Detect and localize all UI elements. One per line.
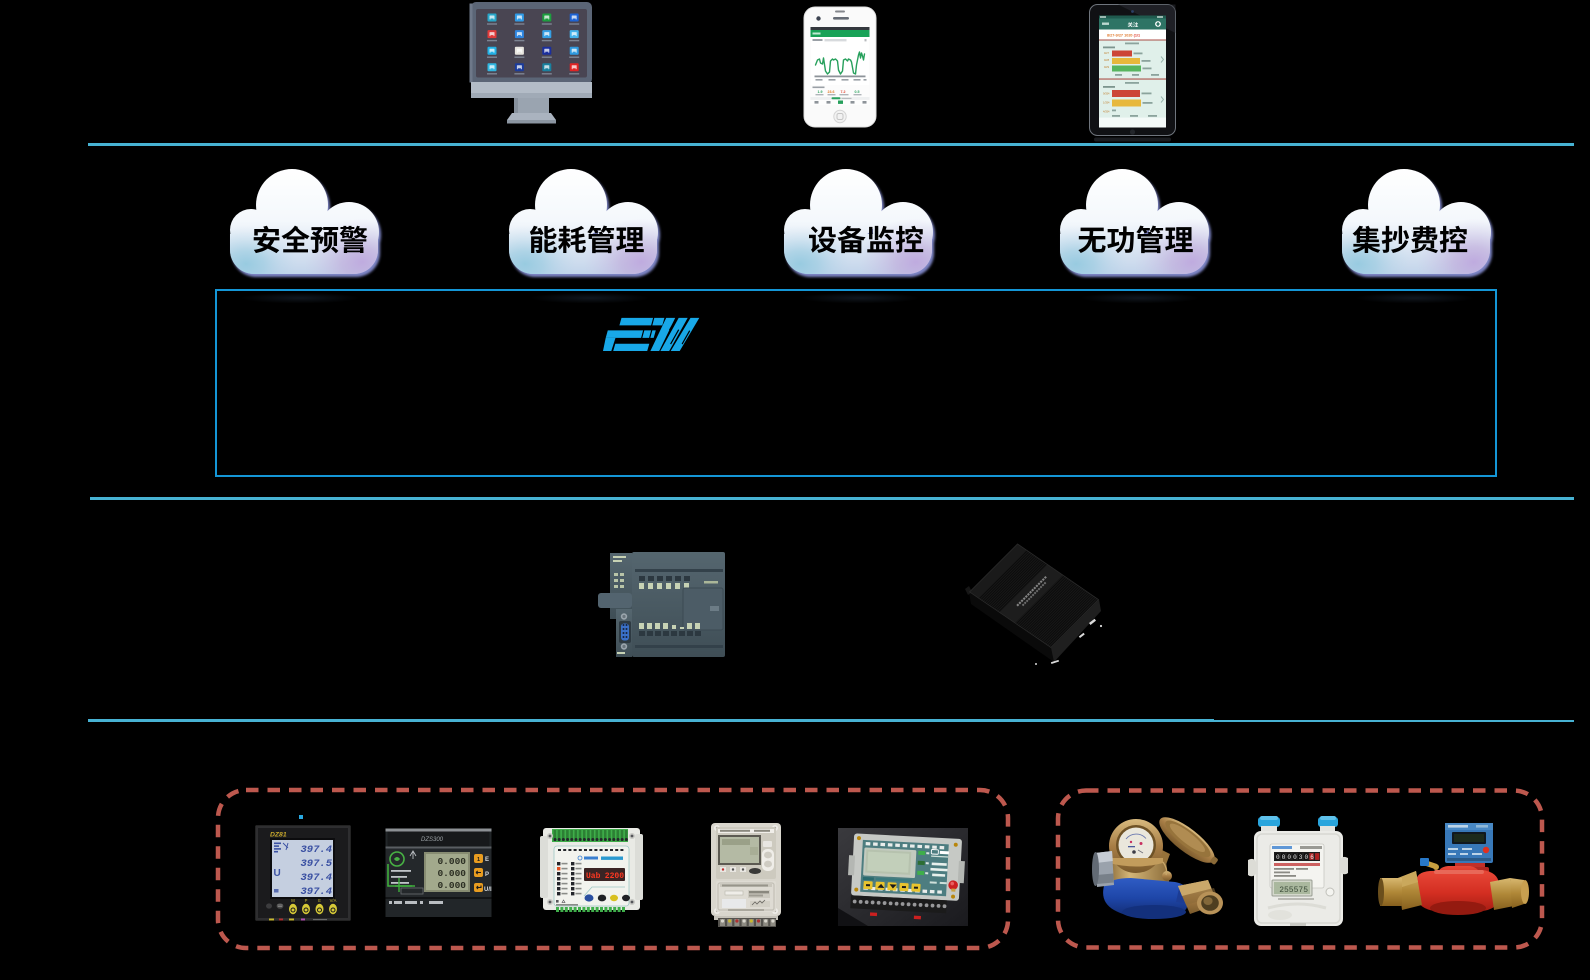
svg-text:3: 3 <box>1299 854 1303 861</box>
svg-text:9/29: 9/29 <box>1104 65 1110 69</box>
svg-text:0.5: 0.5 <box>855 90 860 94</box>
svg-text:E: E <box>485 857 489 863</box>
svg-text:7.2: 7.2 <box>841 90 846 94</box>
svg-text:V/A: V/A <box>330 898 337 903</box>
svg-text:0.000: 0.000 <box>437 880 466 891</box>
svg-text:U: U <box>274 868 281 879</box>
svg-text:0: 0 <box>1282 854 1286 861</box>
svg-text:397.4: 397.4 <box>300 886 332 898</box>
svg-text:9/28: 9/28 <box>1104 58 1110 62</box>
svg-text:0: 0 <box>1276 854 1280 861</box>
svg-text:9/27: 9/27 <box>1104 51 1110 55</box>
svg-text:0.000: 0.000 <box>437 868 466 879</box>
svg-text:1: 1 <box>477 857 480 863</box>
svg-text:1.9: 1.9 <box>818 90 823 94</box>
svg-text:P: P <box>485 872 489 878</box>
svg-text:Uаb: Uаb <box>586 872 601 881</box>
svg-text:255575: 255575 <box>1279 886 1308 895</box>
svg-text:DZ81: DZ81 <box>270 832 287 839</box>
svg-text:M: M <box>291 898 295 903</box>
svg-text:0: 0 <box>1305 854 1309 861</box>
svg-text:8/27-9/27 1020 (1/1: 8/27-9/27 1020 (1/1 <box>1107 34 1140 38</box>
svg-text:23.6: 23.6 <box>828 90 835 94</box>
svg-text:0.000: 0.000 <box>437 856 466 867</box>
svg-text:U/I: U/I <box>484 887 492 893</box>
svg-text:1/354: 1/354 <box>1103 101 1110 105</box>
svg-text:DZS300: DZS300 <box>421 837 444 843</box>
svg-text:397.4: 397.4 <box>300 872 332 884</box>
svg-text:4/354: 4/354 <box>1103 110 1110 114</box>
svg-text:P: P <box>305 898 308 903</box>
svg-text:397.4: 397.4 <box>300 844 332 856</box>
svg-text:E: E <box>318 898 321 903</box>
svg-text:6: 6 <box>1310 854 1314 861</box>
svg-text:2200: 2200 <box>605 872 624 881</box>
svg-text:0: 0 <box>1287 854 1291 861</box>
svg-text:9/354: 9/354 <box>1103 92 1110 96</box>
svg-text:0: 0 <box>1293 854 1297 861</box>
svg-text:397.5: 397.5 <box>300 858 332 870</box>
